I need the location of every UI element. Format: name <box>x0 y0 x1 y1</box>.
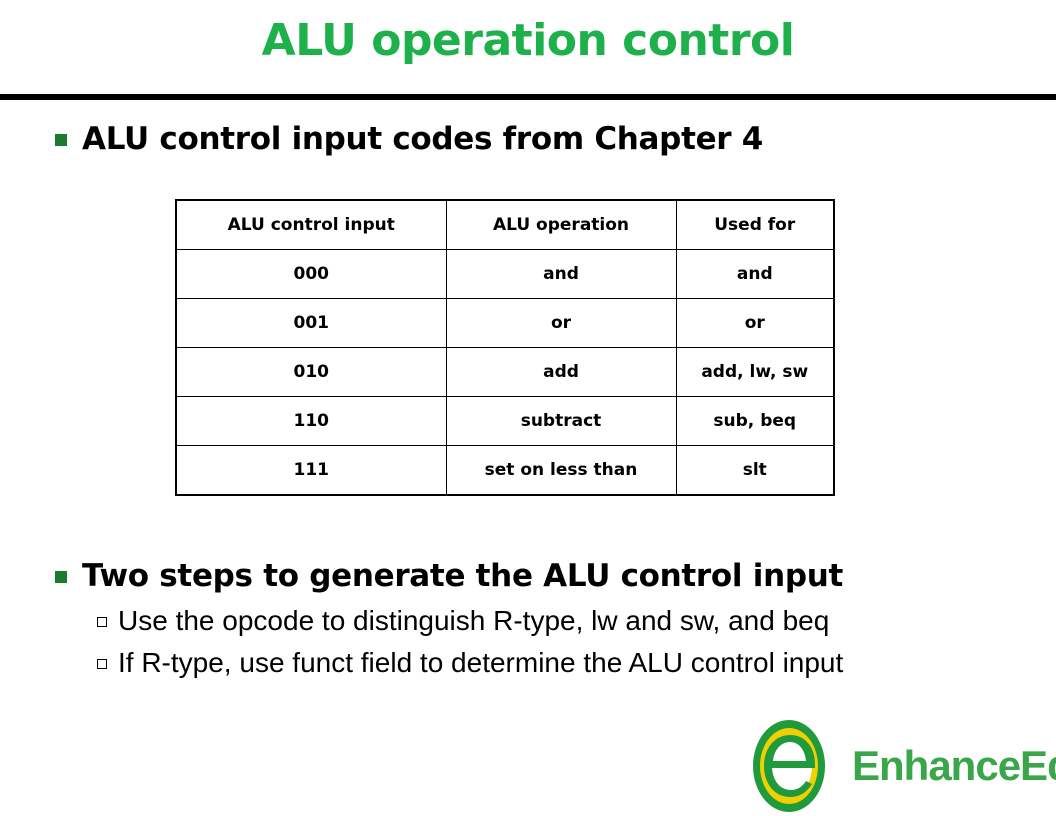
table-header-cell: ALU control input <box>175 199 447 250</box>
logo-wordmark: EnhanceEdu <box>852 742 1056 789</box>
bullet-square-icon <box>55 134 67 146</box>
bullet-2-text: Two steps to generate the ALU control in… <box>82 558 844 594</box>
title-divider <box>0 94 1056 100</box>
table-cell: set on less than <box>445 445 677 496</box>
table-row: 110 subtract sub, beq <box>175 396 835 446</box>
table-cell: and <box>675 249 835 299</box>
table-cell: 111 <box>175 445 447 496</box>
bullet-1-text: ALU control input codes from Chapter 4 <box>82 121 764 157</box>
slide-title: ALU operation control <box>261 15 795 66</box>
table-header-row: ALU control input ALU operation Used for <box>175 199 835 250</box>
table-row: 111 set on less than slt <box>175 445 835 496</box>
table-row: 001 or or <box>175 298 835 348</box>
table-cell: subtract <box>445 396 677 446</box>
sub-bullet-square-icon <box>97 659 107 669</box>
table-cell: sub, beq <box>675 396 835 446</box>
table-cell: or <box>445 298 677 348</box>
table-cell: add, lw, sw <box>675 347 835 397</box>
bullet-square-icon <box>55 571 67 583</box>
sub-bullet-2-text: If R-type, use funct field to determine … <box>118 647 844 678</box>
table-cell: 001 <box>175 298 447 348</box>
table-header-cell: Used for <box>675 199 835 250</box>
table-cell: and <box>445 249 677 299</box>
enhanceedu-logo-icon <box>753 720 825 812</box>
table-row: 000 and and <box>175 249 835 299</box>
alu-control-table: ALU control input ALU operation Used for… <box>175 199 835 496</box>
table-header-cell: ALU operation <box>445 199 677 250</box>
sub-bullet-1-text: Use the opcode to distinguish R-type, lw… <box>118 605 830 636</box>
table-cell: 010 <box>175 347 447 397</box>
table-cell: 110 <box>175 396 447 446</box>
logo-e-glyph <box>764 735 815 797</box>
table-cell: add <box>445 347 677 397</box>
table-cell: 000 <box>175 249 447 299</box>
table-row: 010 add add, lw, sw <box>175 347 835 397</box>
table-cell: or <box>675 298 835 348</box>
table-cell: slt <box>675 445 835 496</box>
sub-bullet-square-icon <box>97 617 107 627</box>
